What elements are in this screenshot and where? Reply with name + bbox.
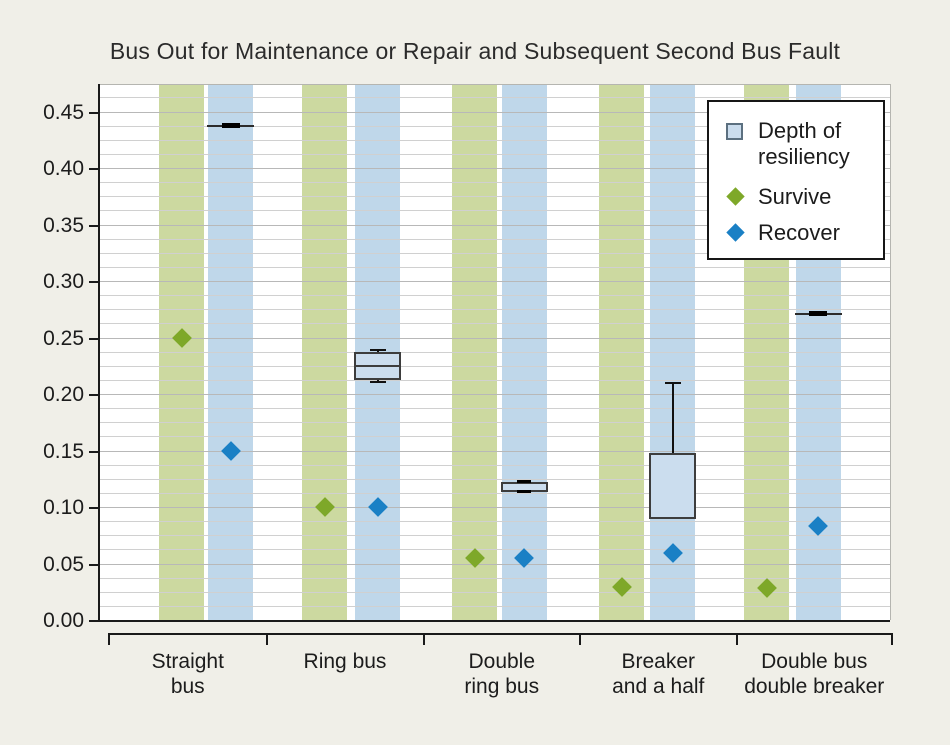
grid-line xyxy=(100,111,890,113)
box-median xyxy=(354,364,401,367)
grid-line xyxy=(100,563,890,565)
axis-bracket-tick xyxy=(891,633,893,645)
axis-bracket xyxy=(109,633,892,635)
y-tick-label: 0.10 xyxy=(43,496,84,519)
y-tick xyxy=(89,168,98,171)
grid-line xyxy=(100,125,890,127)
y-tick-label: 0.05 xyxy=(43,552,84,576)
chart-title: Bus Out for Maintenance or Repair and Su… xyxy=(109,38,841,64)
x-category-label: Ring bus xyxy=(303,650,387,673)
axis-bracket-tick xyxy=(422,633,425,645)
y-tick xyxy=(89,563,98,566)
box-plot xyxy=(649,452,696,520)
grid-line xyxy=(100,450,890,452)
y-tick-label: 0.15 xyxy=(43,439,84,463)
grid-line xyxy=(100,210,890,212)
y-axis-line xyxy=(98,84,100,620)
axis-bracket-tick xyxy=(579,633,581,645)
y-tick xyxy=(89,394,98,397)
legend: Depth of resiliency Survive Recover xyxy=(707,100,885,260)
recover-marker-icon xyxy=(726,223,745,242)
plot-border-right xyxy=(890,84,891,620)
grid-line xyxy=(100,436,890,438)
x-category-label: Double bus double breaker xyxy=(744,650,885,698)
y-tick-label: 0.00 xyxy=(43,609,84,632)
y-tick-label: 0.45 xyxy=(43,100,84,124)
grid-line xyxy=(100,478,890,480)
y-tick-label: 0.20 xyxy=(43,383,84,407)
axis-bracket-tick xyxy=(265,633,268,645)
y-tick xyxy=(89,337,98,340)
legend-label-depth-of-resiliency: Depth of resiliency xyxy=(758,118,850,169)
y-tick-label: 0.35 xyxy=(43,213,84,237)
grid-line xyxy=(100,521,890,523)
grid-line xyxy=(100,507,890,508)
grid-line xyxy=(100,605,890,607)
grid-line xyxy=(100,323,890,325)
grid-line xyxy=(100,492,890,494)
plot-border-top xyxy=(100,84,890,85)
survive-marker-icon xyxy=(726,187,745,206)
grid-line xyxy=(100,365,890,367)
y-tick-label: 0.30 xyxy=(43,270,84,294)
y-tick xyxy=(89,281,98,284)
box-whisker-cap xyxy=(369,380,386,384)
grid-line xyxy=(100,591,890,593)
grid-line xyxy=(100,394,890,396)
grid-line xyxy=(100,295,890,297)
y-tick-label: 0.40 xyxy=(43,157,84,181)
grid-line xyxy=(100,281,890,283)
grid-line xyxy=(100,379,890,381)
depth-of-resiliency-swatch-icon xyxy=(726,123,743,140)
grid-line xyxy=(100,408,890,410)
grid-line xyxy=(100,337,890,339)
grid-line xyxy=(100,168,890,170)
box-edge-cap xyxy=(517,490,531,494)
axis-bracket-tick xyxy=(735,633,738,645)
grid-line xyxy=(100,309,890,311)
x-category-label: Straight bus xyxy=(151,650,224,698)
box-whisker-cap xyxy=(664,381,681,385)
grid-line xyxy=(100,224,890,226)
x-axis-line xyxy=(98,620,890,622)
x-category-label: Breaker and a half xyxy=(612,650,705,698)
y-tick xyxy=(89,507,98,509)
legend-label-recover: Recover xyxy=(758,220,840,245)
box-whisker xyxy=(671,382,674,453)
grid-line xyxy=(100,153,890,155)
legend-label-survive: Survive xyxy=(758,184,832,209)
y-tick xyxy=(89,450,98,453)
box-plot-flat-median xyxy=(221,123,240,129)
grid-line xyxy=(100,97,890,99)
grid-line xyxy=(100,182,890,184)
grid-line xyxy=(100,196,890,198)
box-whisker-cap xyxy=(369,348,386,352)
grid-line xyxy=(100,464,890,466)
grid-line xyxy=(100,535,890,537)
y-tick xyxy=(89,224,98,227)
box-edge-cap xyxy=(517,480,531,484)
grid-line xyxy=(100,549,890,551)
grid-line xyxy=(100,577,890,579)
y-tick xyxy=(89,620,98,622)
axis-bracket-tick xyxy=(108,633,110,645)
grid-line xyxy=(100,252,890,254)
grid-line xyxy=(100,238,890,240)
grid-line xyxy=(100,139,890,141)
grid-line xyxy=(100,351,890,353)
y-tick-label: 0.25 xyxy=(43,326,84,350)
grid-line xyxy=(100,422,890,424)
y-tick xyxy=(89,111,98,114)
box-plot-flat-median xyxy=(809,311,827,317)
grid-line xyxy=(100,266,890,268)
x-category-label: Double ring bus xyxy=(464,650,540,698)
